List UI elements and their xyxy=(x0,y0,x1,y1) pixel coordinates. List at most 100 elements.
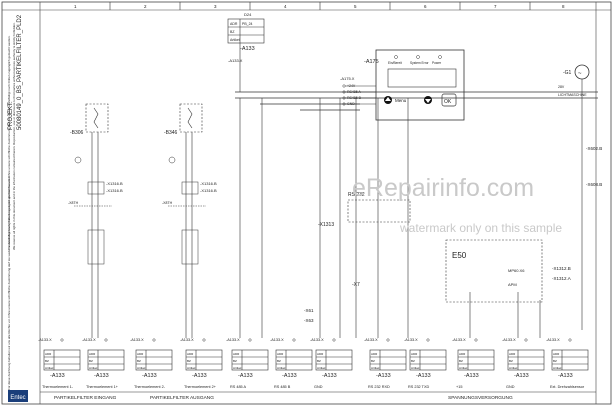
top-box-row-key: ADR xyxy=(230,22,238,26)
terminal-label: -X1316.B xyxy=(200,188,217,193)
ok-label: OK xyxy=(444,99,452,105)
module-row-key: BZ xyxy=(553,359,557,363)
connector-icon xyxy=(152,338,156,342)
module-label: Thermoelement 2+ xyxy=(184,385,217,389)
rs232-section: RS 232 -X1313 -X7 -X61 -X63 xyxy=(304,192,411,323)
module-label: Ext. Drehzahlsensor xyxy=(550,385,585,389)
module-connector: -A133.X xyxy=(226,338,240,342)
led-indicator-icon xyxy=(394,55,398,59)
module-row-key: ADR xyxy=(317,352,324,356)
module-row-key: ADR xyxy=(89,352,96,356)
module-connector: -A133.X xyxy=(546,338,560,342)
module-row-key: ADR xyxy=(509,352,516,356)
module-connector: -A133.X xyxy=(38,338,52,342)
ground-icon xyxy=(74,156,82,164)
module-row-key: Artikel xyxy=(277,366,286,370)
e50-frame xyxy=(445,239,543,303)
svg-text:~: ~ xyxy=(578,71,582,77)
module-connector: -A133.X xyxy=(82,338,96,342)
module-row-key: BZ xyxy=(509,359,513,363)
x1312-label: -X1312.B xyxy=(552,266,571,271)
module-ref: -A133 xyxy=(464,373,479,379)
mp-label: MP60.X6 xyxy=(508,268,525,273)
x608-label: -X608.B xyxy=(586,182,602,187)
sensor-frame xyxy=(85,103,109,133)
top-box-title: D24 xyxy=(244,12,252,17)
terminal-label: -X1316.B xyxy=(106,188,123,193)
ok-button[interactable] xyxy=(441,93,457,107)
display-frame xyxy=(375,49,465,121)
ground-icon xyxy=(168,156,176,164)
x602-label: -X602.B xyxy=(586,146,602,151)
module-row-key: Artikel xyxy=(553,366,562,370)
x1313-label: -X1313 xyxy=(318,222,334,228)
top-module-connector: -A133.X xyxy=(228,58,243,63)
module-row-key: BZ xyxy=(45,359,49,363)
jumper-label: -X8TH xyxy=(162,201,173,205)
x1312b-label: -X1312.A xyxy=(552,276,571,281)
cable-block xyxy=(87,229,105,265)
module-box xyxy=(315,349,353,371)
module-row-key: Artikel xyxy=(137,366,146,370)
logo-text: Entec xyxy=(10,395,25,401)
module-connector: -A133.X xyxy=(270,338,284,342)
module-label: RS 485 B xyxy=(274,385,291,389)
module-ref: -A133 xyxy=(282,373,297,379)
top-box-row-key: Artikel xyxy=(230,38,240,42)
jumper-label: -X8TH xyxy=(68,201,79,205)
module-label: RS 232 RXD xyxy=(368,385,390,389)
module-row-key: Artikel xyxy=(233,366,242,370)
top-module-ref: -A133 xyxy=(240,46,255,52)
module-box xyxy=(409,349,447,371)
group-label: SPANNUNGSVERSORGUNG xyxy=(448,395,513,401)
top-box-row-value: PB_24 xyxy=(242,22,253,26)
module-ref: -A133 xyxy=(192,373,207,379)
sensor-ref: -B346 xyxy=(164,130,178,136)
module-row-key: BZ xyxy=(317,359,321,363)
connector-icon xyxy=(524,338,528,342)
connector-icon xyxy=(60,338,64,342)
rs232-frame xyxy=(347,199,411,223)
module-box xyxy=(231,349,269,371)
module-row-key: Artikel xyxy=(411,366,420,370)
module-row-key: Artikel xyxy=(45,366,54,370)
up-arrow-button[interactable] xyxy=(384,96,392,104)
module-connector: -A133.X xyxy=(404,338,418,342)
column-header: 4 xyxy=(284,4,287,9)
column-header: 6 xyxy=(424,4,427,9)
module-row-key: ADR xyxy=(553,352,560,356)
module-row-key: ADR xyxy=(187,352,194,356)
connector-icon xyxy=(568,338,572,342)
led-label: Power xyxy=(432,61,442,65)
column-header: 2 xyxy=(144,4,147,9)
thermocouple-icon xyxy=(93,107,99,129)
led-indicator-icon xyxy=(416,55,420,59)
module-ref: -A133 xyxy=(94,373,109,379)
column-header: 3 xyxy=(214,4,217,9)
module-connector: -A133.X xyxy=(310,338,324,342)
connector-icon xyxy=(386,338,390,342)
down-arrow-button[interactable] xyxy=(424,96,432,104)
column-header: 7 xyxy=(494,4,497,9)
module-box xyxy=(135,349,173,371)
terminal-label: -X1316.B xyxy=(106,181,123,186)
module-row-key: ADR xyxy=(233,352,240,356)
module-label: Thermoelement 1+ xyxy=(86,385,119,389)
module-box xyxy=(43,349,81,371)
module-label: Thermoelement 1- xyxy=(42,385,74,389)
terminal-block xyxy=(181,181,199,195)
